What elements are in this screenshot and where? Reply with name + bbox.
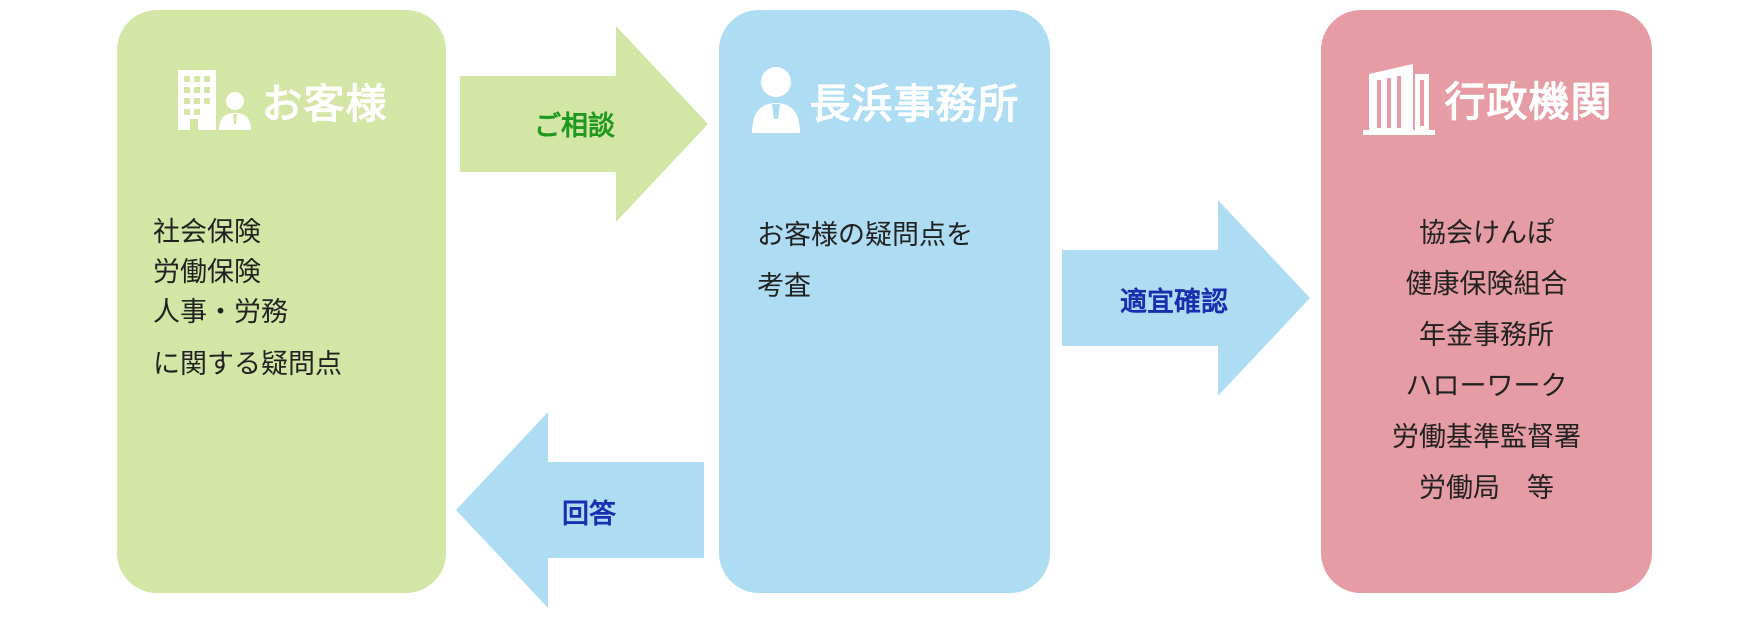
confirm-label: 適宜確認 xyxy=(1120,287,1228,318)
government-item: 健康保険組合 xyxy=(1405,269,1568,300)
answer-label: 回答 xyxy=(562,499,616,530)
government-item: 労働基準監督署 xyxy=(1392,422,1581,453)
government-header: 行政機関 xyxy=(1321,60,1652,136)
government-item: 労働局 等 xyxy=(1419,473,1554,504)
customer-line: 人事・労務 xyxy=(153,297,288,328)
customer-card: お客様 社会保険 労働保険 人事・労務 に関する疑問点 xyxy=(117,10,446,593)
office-header: 長浜事務所 xyxy=(719,65,1050,135)
customer-line: に関する疑問点 xyxy=(153,349,342,380)
government-item: 年金事務所 xyxy=(1419,320,1554,351)
customer-description: 社会保険 労働保険 人事・労務 に関する疑問点 xyxy=(153,213,342,385)
building-person-icon xyxy=(176,68,254,132)
customer-header: お客様 xyxy=(117,68,446,132)
customer-line: 社会保険 xyxy=(153,217,261,248)
customer-title: お客様 xyxy=(261,80,388,128)
government-item: 協会けんぽ xyxy=(1419,218,1554,249)
confirm-arrow: 適宜確認 xyxy=(1060,198,1312,398)
government-card: 行政機関 協会けんぽ 健康保険組合 年金事務所 ハローワーク 労働基準監督署 労… xyxy=(1321,10,1652,593)
government-title: 行政機関 xyxy=(1444,78,1613,126)
office-card: 長浜事務所 お客様の疑問点を 考査 xyxy=(719,10,1050,593)
office-line: 考査 xyxy=(757,271,811,302)
office-description: お客様の疑問点を 考査 xyxy=(757,210,1027,312)
customer-line: 労働保険 xyxy=(153,257,261,288)
office-line: お客様の疑問点を xyxy=(757,220,973,251)
office-title: 長浜事務所 xyxy=(809,80,1020,128)
consult-label: ご相談 xyxy=(534,111,615,142)
answer-arrow: 回答 xyxy=(454,410,706,610)
building-icon xyxy=(1361,60,1437,136)
government-list: 協会けんぽ 健康保険組合 年金事務所 ハローワーク 労働基準監督署 労働局 等 xyxy=(1321,208,1652,514)
government-item: ハローワーク xyxy=(1405,371,1568,402)
consult-arrow: ご相談 xyxy=(458,24,710,224)
person-icon xyxy=(750,65,802,135)
